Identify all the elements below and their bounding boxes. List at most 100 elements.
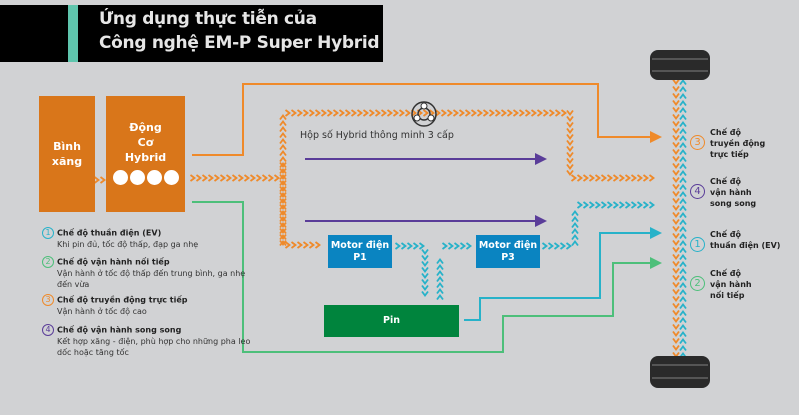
legend-title: Chế độ truyền động trực tiếp [57,295,188,305]
legend-description: Vận hành ở tốc độ cao [57,307,147,316]
label-line: Chế độ [710,230,741,239]
flow-chevron [296,109,303,117]
legend-title: Chế độ vận hành song song [57,325,182,335]
flow-chevron [679,254,687,261]
flow-chevron [679,93,687,100]
flow-chevron [672,99,680,106]
legend-description: Kết hợp xăng - điện, phù hợp cho những p… [57,337,251,357]
flow-chevron [308,241,315,249]
flow-chevron [279,233,287,240]
flow-chevron [386,109,393,117]
flow-chevron [261,174,268,182]
flow-chevron [679,121,687,128]
flow-chevron [679,191,687,198]
flow-chevron [279,173,287,180]
flow-chevron [436,282,444,289]
flow-chevron [518,109,525,117]
flow-chevron [630,201,637,209]
flow-chevron [201,174,208,182]
flow-chevron [565,242,572,250]
flow-chevron [279,144,287,151]
flow-chevron [279,216,287,223]
flow-chevron [434,109,441,117]
flow-chevron [392,109,399,117]
label-line: vận hành [710,188,752,197]
flow-chevron [679,345,687,352]
flow-chevron [320,109,327,117]
flow-chevron [679,324,687,331]
flow-chevron [679,128,687,135]
flow-chevron [447,242,454,250]
flow-chevron [476,109,483,117]
engine-label: Động [129,120,162,134]
label-line: trực tiếp [710,150,749,159]
flow-chevron [642,201,649,209]
flow-chevron [279,114,287,121]
flow-chevron [255,174,262,182]
flow-chevron [679,177,687,184]
flow-chevron [524,109,531,117]
flow-chevron [679,79,687,86]
flow-chevron [594,201,601,209]
battery-box: Pin [324,305,459,337]
flow-chevron [679,219,687,226]
mode-number-icon: 4 [42,324,54,336]
flow-chevron [350,109,357,117]
flow-chevron [394,242,401,250]
flow-chevron [571,240,579,247]
flow-chevron [189,174,196,182]
direct-drive-line [192,83,662,156]
flow-chevron [279,186,287,193]
flow-chevron [279,210,287,217]
flow-chevron [308,109,315,117]
flow-chevron [421,290,429,297]
mode-number-icon: 2 [42,256,54,268]
flow-chevron [99,176,106,184]
flow-chevron [418,242,425,250]
engine-cylinders-icon [112,169,180,189]
fuel-tank-box: Bình xăng [39,96,95,212]
flow-chevron [606,174,613,182]
title-line-1: Ứng dụng thực tiễn của [99,9,317,29]
flow-chevron [566,163,574,170]
flow-chevron [436,288,444,295]
flow-chevron [672,148,680,155]
flow-chevron [267,174,274,182]
flow-chevron [559,242,566,250]
motor-p3-label: Motor điện [478,239,538,251]
hybrid-engine-box: Động Cơ Hybrid [106,96,185,212]
flow-chevron [648,174,655,182]
flow-chevron [679,156,687,163]
flow-chevron [459,242,466,250]
flow-chevron [672,225,680,232]
flow-chevron [679,86,687,93]
label-line: vận hành [710,280,752,289]
flow-chevron [279,150,287,157]
flow-chevron [672,323,680,330]
flow-chevron [672,288,680,295]
flow-chevron [672,260,680,267]
motor-p3-label: P3 [501,251,515,263]
mode-number-icon: 1 [690,237,705,252]
flow-chevron [624,201,631,209]
flow-chevron [672,92,680,99]
flow-chevron [338,109,345,117]
flow-chevron [273,174,280,182]
flow-chevron [679,100,687,107]
flow-chevron [279,174,287,181]
flow-chevron [566,157,574,164]
flow-chevron [612,201,619,209]
flow-chevron [672,232,680,239]
label-line: nối tiếp [710,291,745,300]
flow-chevron [421,248,429,255]
flow-chevron [279,240,287,247]
flow-chevron [412,242,419,250]
flow-chevron [672,351,680,358]
flow-chevron [672,197,680,204]
flow-chevron [679,289,687,296]
flow-chevron [588,174,595,182]
flow-chevron [672,309,680,316]
battery-label: Pin [383,315,400,326]
flow-chevron [571,234,579,241]
flow-chevron [440,109,447,117]
